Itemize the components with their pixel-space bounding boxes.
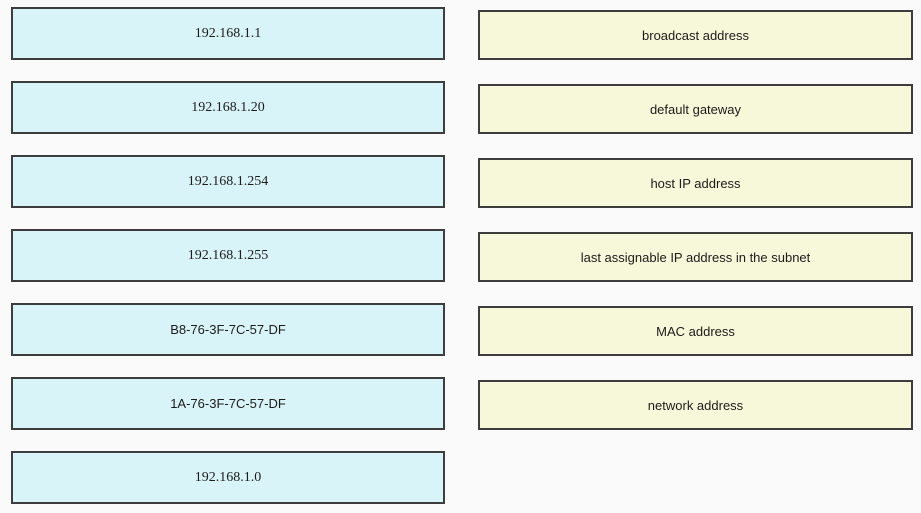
label-column: broadcast address default gateway host I… — [478, 10, 913, 430]
value-box[interactable]: 192.168.1.255 — [11, 229, 445, 282]
value-box[interactable]: 192.168.1.1 — [11, 7, 445, 60]
value-box[interactable]: 192.168.1.254 — [11, 155, 445, 208]
label-box[interactable]: default gateway — [478, 84, 913, 134]
value-column: 192.168.1.1 192.168.1.20 192.168.1.254 1… — [11, 7, 445, 504]
value-box[interactable]: 1A-76-3F-7C-57-DF — [11, 377, 445, 430]
label-box[interactable]: network address — [478, 380, 913, 430]
label-box[interactable]: broadcast address — [478, 10, 913, 60]
value-box[interactable]: B8-76-3F-7C-57-DF — [11, 303, 445, 356]
value-box[interactable]: 192.168.1.20 — [11, 81, 445, 134]
label-box[interactable]: MAC address — [478, 306, 913, 356]
label-box[interactable]: host IP address — [478, 158, 913, 208]
value-box[interactable]: 192.168.1.0 — [11, 451, 445, 504]
label-box[interactable]: last assignable IP address in the subnet — [478, 232, 913, 282]
